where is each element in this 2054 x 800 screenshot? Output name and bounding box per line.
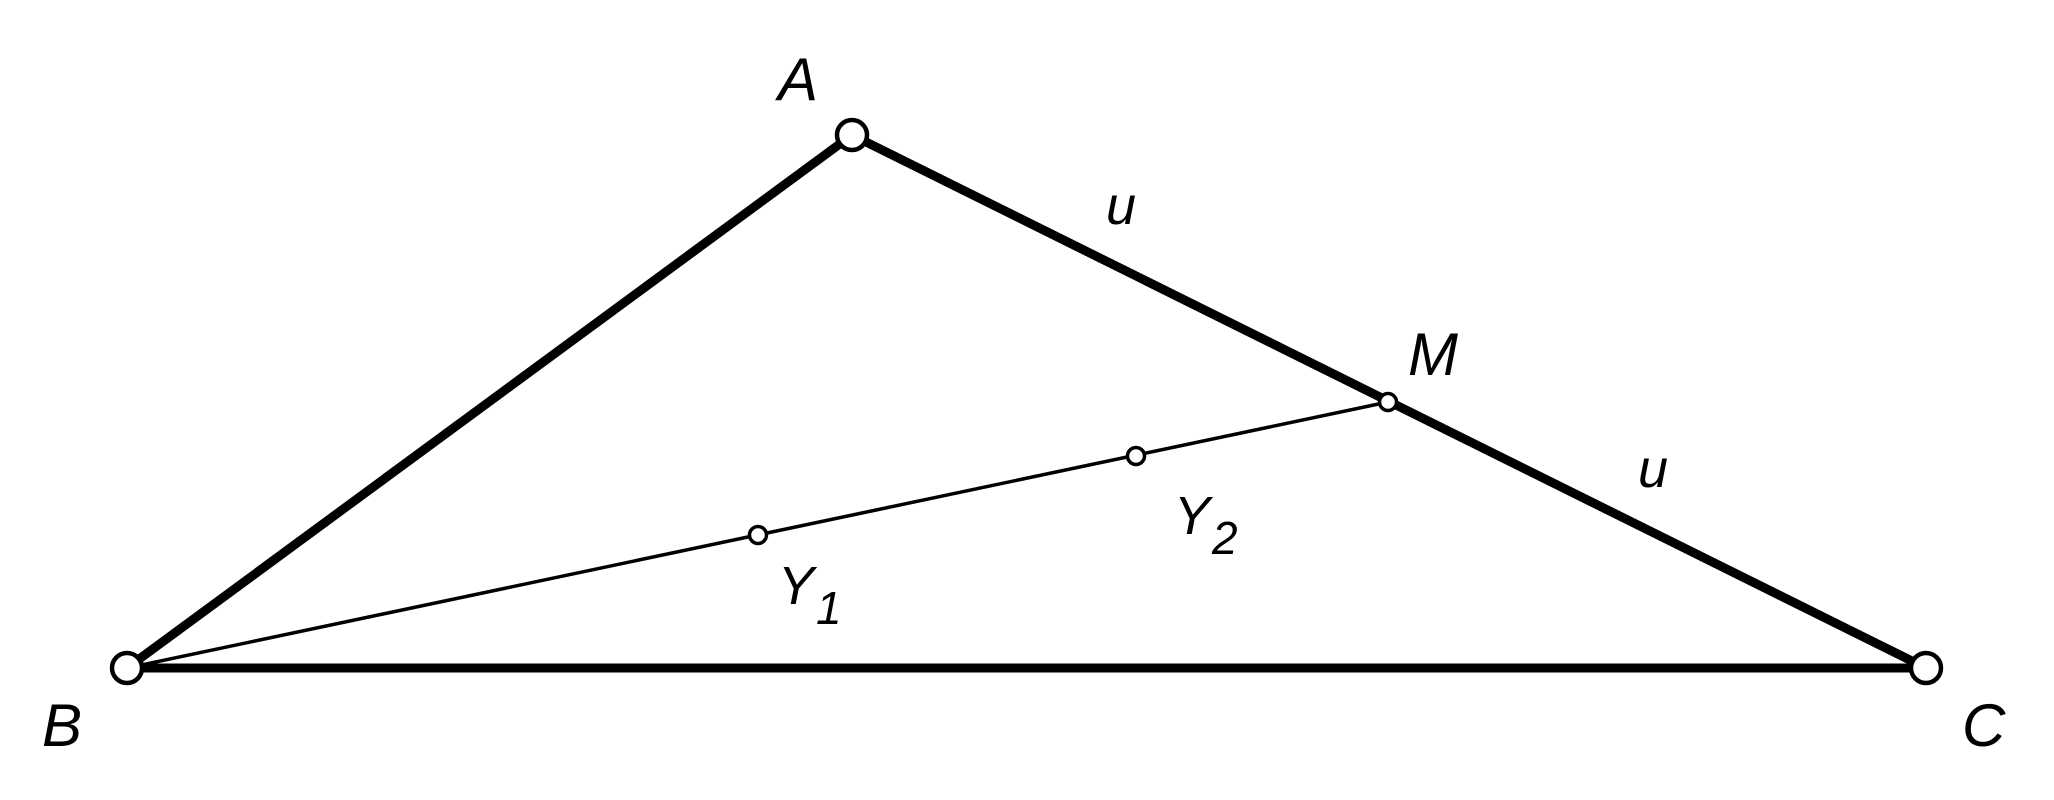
- vertex-b: [109, 650, 145, 686]
- point-y1: [747, 524, 769, 546]
- label-y1-sub: 1: [816, 582, 842, 634]
- label-m: M: [1408, 321, 1458, 388]
- label-y1-base: Y: [778, 556, 818, 616]
- vertex-a: [834, 117, 870, 153]
- label-y2: Y2: [1174, 486, 1238, 564]
- vertex-c: [1908, 650, 1944, 686]
- point-m: [1377, 391, 1399, 413]
- label-y2-sub: 2: [1211, 512, 1238, 564]
- point-y2: [1125, 445, 1147, 467]
- label-a: A: [775, 46, 818, 113]
- label-segment-am: u: [1106, 176, 1136, 236]
- label-y1: Y1: [778, 556, 842, 634]
- side-ab: [122, 130, 857, 673]
- label-c: C: [1962, 692, 2006, 759]
- label-y2-base: Y: [1174, 486, 1214, 546]
- label-segment-mc: u: [1638, 439, 1668, 499]
- label-b: B: [42, 692, 82, 759]
